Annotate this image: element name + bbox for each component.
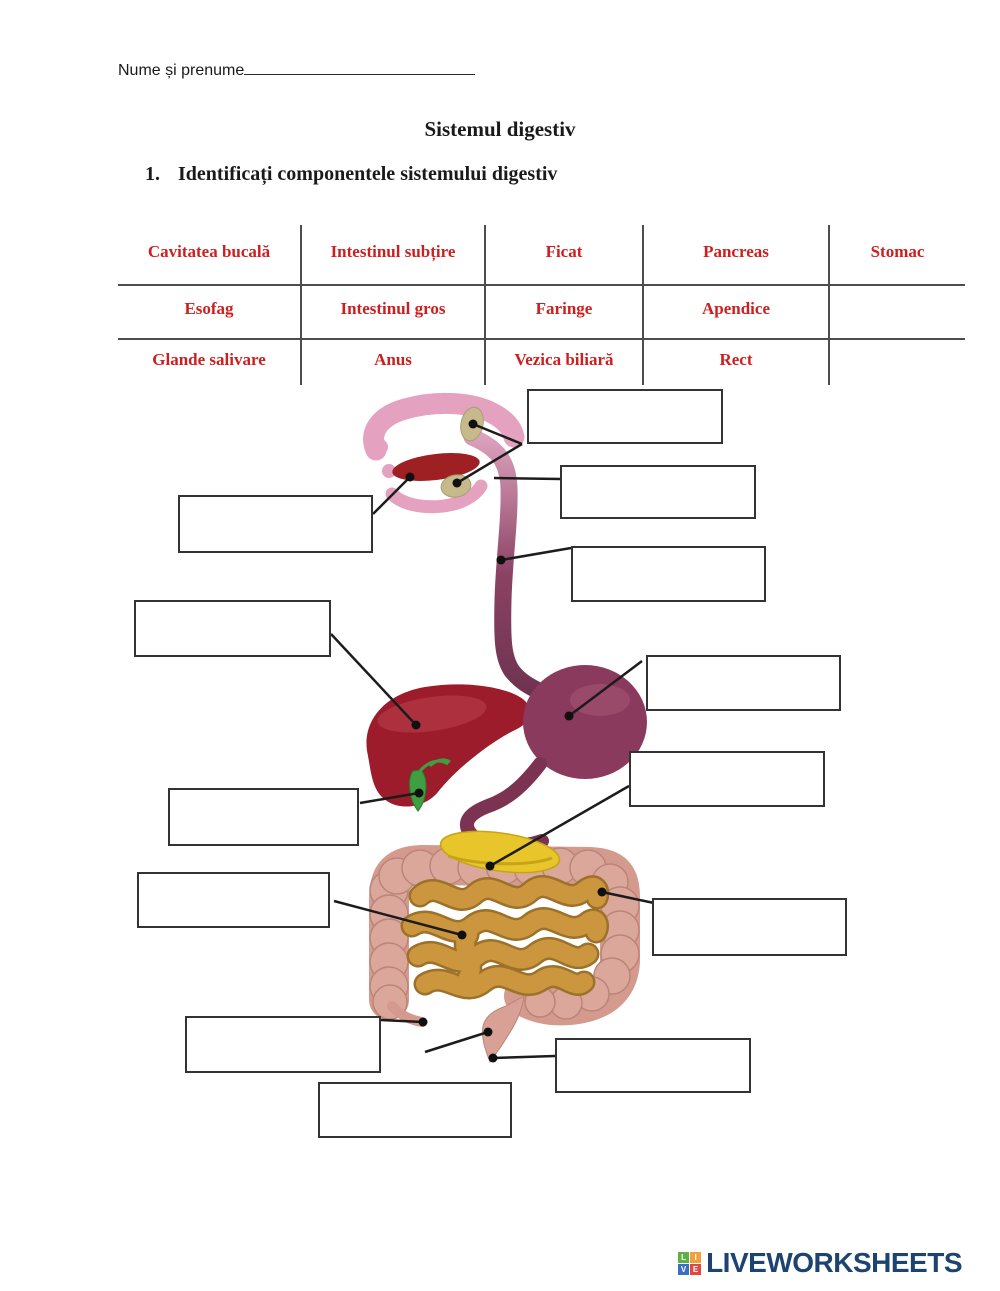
rectum-shape [482,995,525,1064]
answer-box-pancreas[interactable] [629,751,825,807]
exercise-heading: 1. Identificați componentele sistemului d… [145,163,557,186]
exercise-number: 1. [145,163,160,185]
logo-square-i: I [690,1251,702,1263]
logo-square-v: V [678,1263,690,1275]
liver-shape [366,684,531,807]
exercise-text: Identificați componentele sistemului dig… [178,163,558,185]
word-bank-cell: Glande salivare [118,338,302,385]
name-row: Nume și prenume [118,60,476,80]
answer-box-esophagus[interactable] [571,546,766,602]
answer-box-gallbladder[interactable] [168,788,359,846]
liveworksheets-logo-text: LIVEWORKSHEETS [706,1247,962,1278]
word-bank-cell: Faringe [486,284,644,338]
answer-box-appendix[interactable] [185,1016,381,1073]
answer-box-small-intestine[interactable] [137,872,330,928]
word-bank-cell: Vezica biliară [486,338,644,385]
word-bank-cell: Rect [644,338,830,385]
logo-square-e: E [690,1263,702,1275]
duodenum-shape [459,757,549,853]
word-bank-cell: Cavitatea bucală [118,225,302,284]
answer-box-anus[interactable] [318,1082,512,1138]
word-bank-cell [830,338,965,385]
colon-bumps [369,847,640,1020]
gallbladder-shape [409,769,427,812]
esophagus-shape [463,428,552,702]
answer-box-pharynx[interactable] [560,465,756,519]
upper-jaw-shape [363,392,525,461]
large-intestine-shape [369,845,640,1026]
name-blank-line[interactable] [244,60,476,75]
word-bank-cell: Anus [302,338,486,385]
cecum-tail-shape [387,1001,427,1027]
small-intestine-shape [400,875,610,1000]
sublingual-gland-shape [440,474,472,498]
answer-box-rectum[interactable] [555,1038,751,1093]
pancreas-shape [439,830,561,874]
leader-lines [330,422,655,1060]
answer-box-oral-cavity[interactable] [178,495,373,553]
word-bank-cell: Apendice [644,284,830,338]
tongue-shape [392,453,480,481]
word-bank-cell: Intestinul subțire [302,225,486,284]
word-bank-cell: Intestinul gros [302,284,486,338]
answer-box-salivary-glands[interactable] [527,389,723,444]
parotid-gland-shape [460,406,484,442]
lower-jaw-shape [385,479,488,514]
word-bank-cell: Pancreas [644,225,830,284]
word-bank-cell: Stomac [870,241,925,261]
word-bank-cell: Ficat [486,225,644,284]
logo-square-l: L [678,1251,690,1263]
answer-box-liver[interactable] [134,600,331,657]
page-title: Sistemul digestiv [424,117,576,141]
name-label: Nume și prenume [118,62,245,79]
answer-box-large-intestine[interactable] [652,898,847,956]
answer-box-stomach[interactable] [646,655,841,711]
word-bank-cell [830,284,965,338]
word-bank-cell: Esofag [118,284,302,338]
